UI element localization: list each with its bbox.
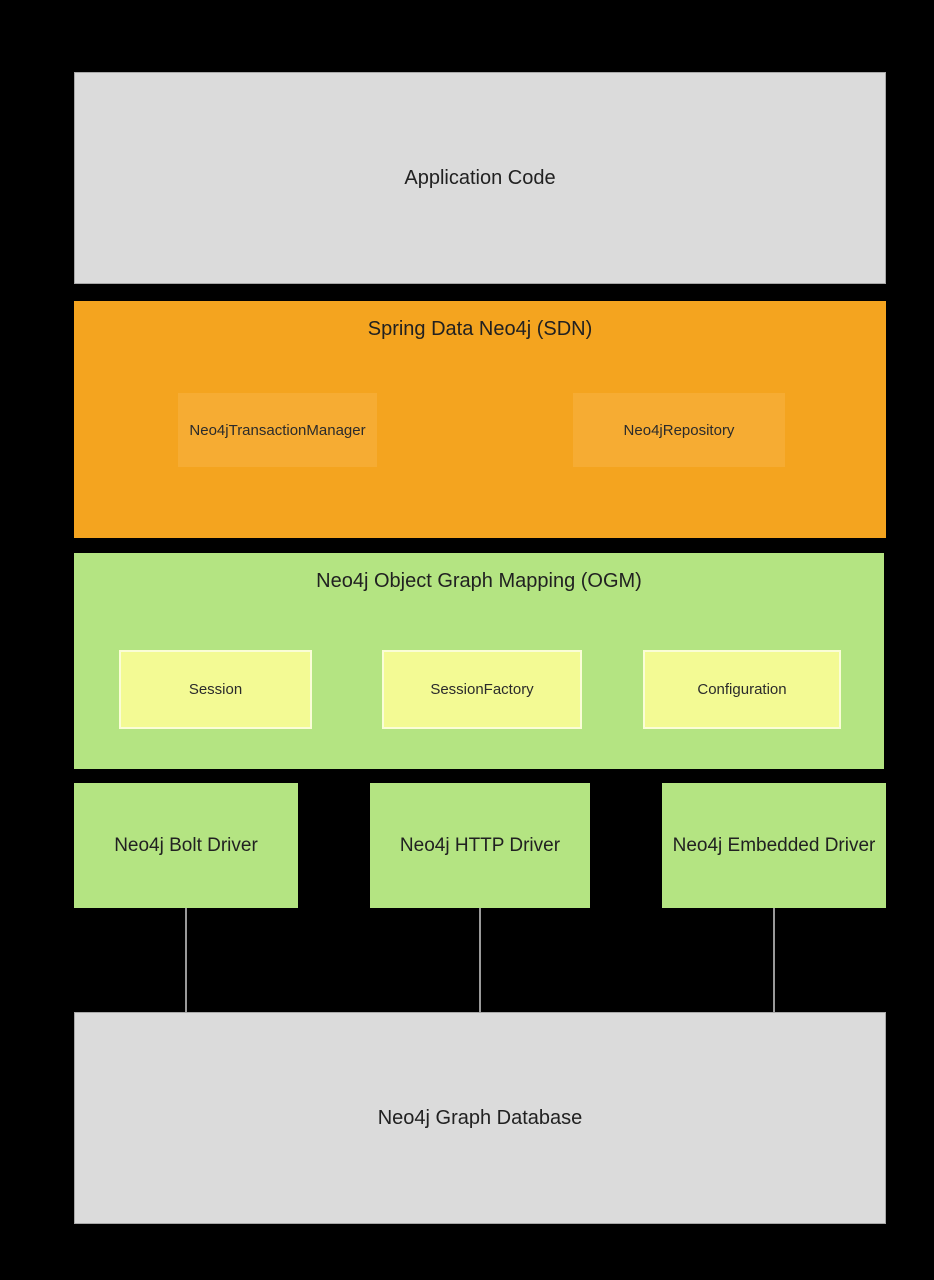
bolt-driver-label: Neo4j Bolt Driver bbox=[114, 834, 258, 856]
session-factory-box: SessionFactory bbox=[382, 650, 582, 729]
neo4j-repository-box: Neo4jRepository bbox=[573, 393, 785, 467]
http-driver-box: Neo4j HTTP Driver bbox=[370, 783, 590, 908]
session-label: Session bbox=[188, 681, 243, 698]
bolt-driver-box: Neo4j Bolt Driver bbox=[74, 783, 298, 908]
embedded-driver-box: Neo4j Embedded Driver bbox=[662, 783, 886, 908]
session-box: Session bbox=[119, 650, 312, 729]
neo4j-transaction-manager-label: Neo4jTransactionManager bbox=[189, 421, 366, 439]
embedded-driver-label: Neo4j Embedded Driver bbox=[672, 834, 876, 856]
ogm-layer-box: Neo4j Object Graph Mapping (OGM) Session… bbox=[74, 553, 884, 769]
sdn-layer-box: Spring Data Neo4j (SDN) Neo4jTransaction… bbox=[74, 301, 886, 538]
application-code-box: Application Code bbox=[74, 72, 886, 284]
session-factory-label: SessionFactory bbox=[430, 681, 534, 698]
http-driver-label: Neo4j HTTP Driver bbox=[399, 834, 561, 856]
configuration-label: Configuration bbox=[697, 681, 787, 698]
application-code-label: Application Code bbox=[404, 166, 556, 189]
connector-line-embedded bbox=[773, 908, 775, 1012]
neo4j-repository-label: Neo4jRepository bbox=[623, 421, 735, 439]
neo4j-transaction-manager-box: Neo4jTransactionManager bbox=[178, 393, 377, 467]
connector-line-http bbox=[479, 908, 481, 1012]
graph-database-label: Neo4j Graph Database bbox=[377, 1106, 583, 1129]
connector-line-bolt bbox=[185, 908, 187, 1012]
configuration-box: Configuration bbox=[643, 650, 841, 729]
sdn-layer-title: Spring Data Neo4j (SDN) bbox=[367, 318, 593, 340]
ogm-layer-title: Neo4j Object Graph Mapping (OGM) bbox=[316, 570, 642, 592]
graph-database-box: Neo4j Graph Database bbox=[74, 1012, 886, 1224]
